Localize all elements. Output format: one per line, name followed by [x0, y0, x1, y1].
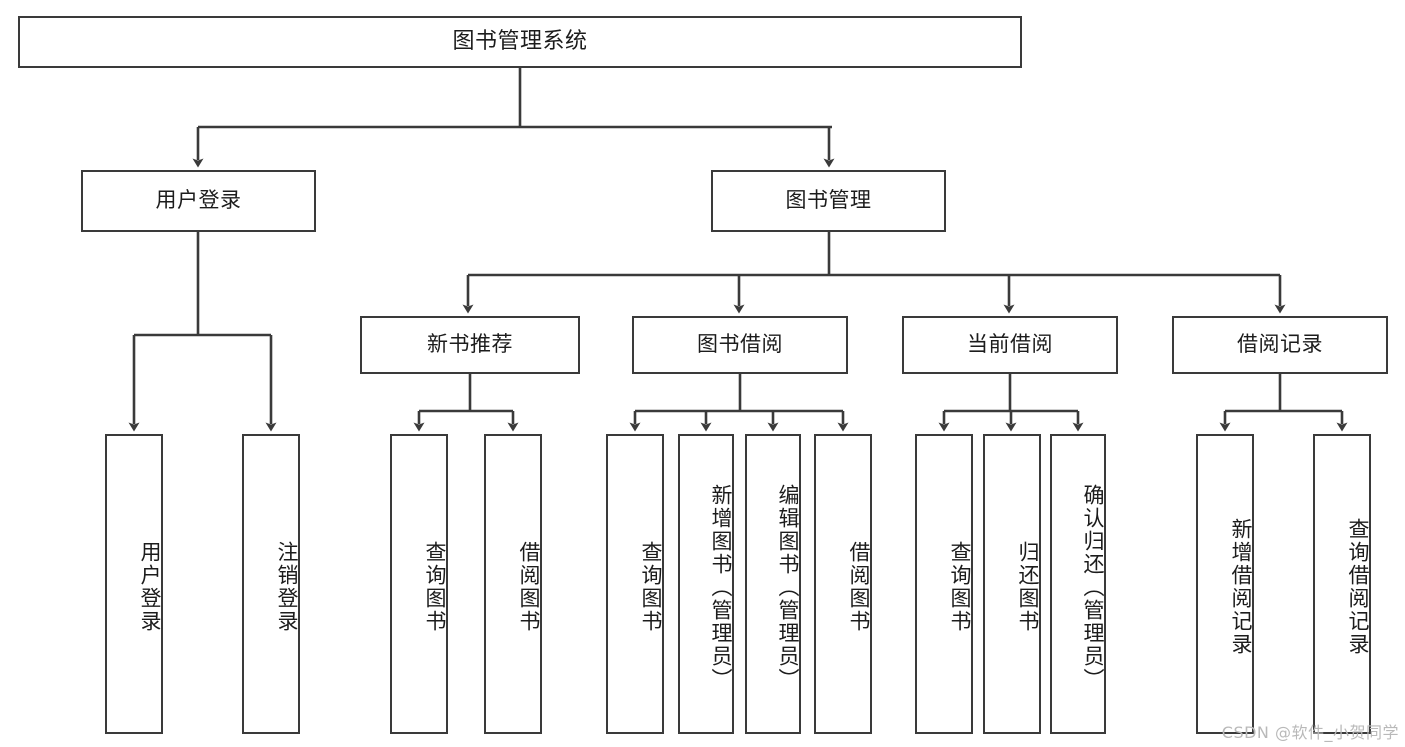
node-leaf-user-logout-label: 注销登录: [275, 541, 299, 633]
node-leaf-return-book[interactable]: 归还图书: [983, 434, 1041, 734]
node-leaf-query-borrow-record[interactable]: 查询借阅记录: [1313, 434, 1371, 734]
node-leaf-edit-book-admin-label: 编辑图书（管理员）: [776, 483, 800, 691]
node-leaf-borrow-book-1-label: 借阅图书: [517, 541, 541, 633]
watermark-text: CSDN @软件_小贺同学: [1221, 723, 1399, 742]
node-leaf-query-book-3[interactable]: 查询图书: [915, 434, 973, 734]
node-new-book-recommend-label: 新书推荐: [427, 332, 513, 357]
node-book-manage-label: 图书管理: [785, 188, 872, 213]
node-leaf-add-borrow-record[interactable]: 新增借阅记录: [1196, 434, 1254, 734]
node-leaf-query-book-1-label: 查询图书: [423, 541, 447, 633]
node-current-borrow-label: 当前借阅: [967, 332, 1053, 357]
node-leaf-query-book-2[interactable]: 查询图书: [606, 434, 664, 734]
node-root[interactable]: 图书管理系统: [18, 16, 1022, 68]
node-current-borrow[interactable]: 当前借阅: [902, 316, 1118, 374]
node-book-borrow[interactable]: 图书借阅: [632, 316, 848, 374]
node-new-book-recommend[interactable]: 新书推荐: [360, 316, 580, 374]
node-root-label: 图书管理系统: [452, 28, 588, 54]
node-user-login-label: 用户登录: [155, 188, 242, 213]
node-book-borrow-label: 图书借阅: [697, 332, 783, 357]
node-leaf-query-book-3-label: 查询图书: [948, 541, 972, 633]
node-leaf-add-borrow-record-label: 新增借阅记录: [1229, 518, 1253, 656]
node-borrow-record[interactable]: 借阅记录: [1172, 316, 1388, 374]
node-leaf-user-logout[interactable]: 注销登录: [242, 434, 300, 734]
node-leaf-return-book-label: 归还图书: [1016, 541, 1040, 633]
node-leaf-confirm-return-admin-label: 确认归还（管理员）: [1081, 483, 1105, 691]
node-leaf-confirm-return-admin[interactable]: 确认归还（管理员）: [1050, 434, 1106, 734]
node-leaf-borrow-book-2-label: 借阅图书: [847, 541, 871, 633]
node-leaf-user-login[interactable]: 用户登录: [105, 434, 163, 734]
node-leaf-query-borrow-record-label: 查询借阅记录: [1346, 518, 1370, 656]
node-leaf-query-book-1[interactable]: 查询图书: [390, 434, 448, 734]
node-leaf-borrow-book-2[interactable]: 借阅图书: [814, 434, 872, 734]
node-leaf-edit-book-admin[interactable]: 编辑图书（管理员）: [745, 434, 801, 734]
node-user-login[interactable]: 用户登录: [81, 170, 316, 232]
node-leaf-borrow-book-1[interactable]: 借阅图书: [484, 434, 542, 734]
node-borrow-record-label: 借阅记录: [1237, 332, 1323, 357]
node-leaf-add-book-admin[interactable]: 新增图书（管理员）: [678, 434, 734, 734]
node-leaf-add-book-admin-label: 新增图书（管理员）: [709, 483, 733, 691]
node-leaf-user-login-label: 用户登录: [138, 541, 162, 633]
node-leaf-query-book-2-label: 查询图书: [639, 541, 663, 633]
node-book-manage[interactable]: 图书管理: [711, 170, 946, 232]
